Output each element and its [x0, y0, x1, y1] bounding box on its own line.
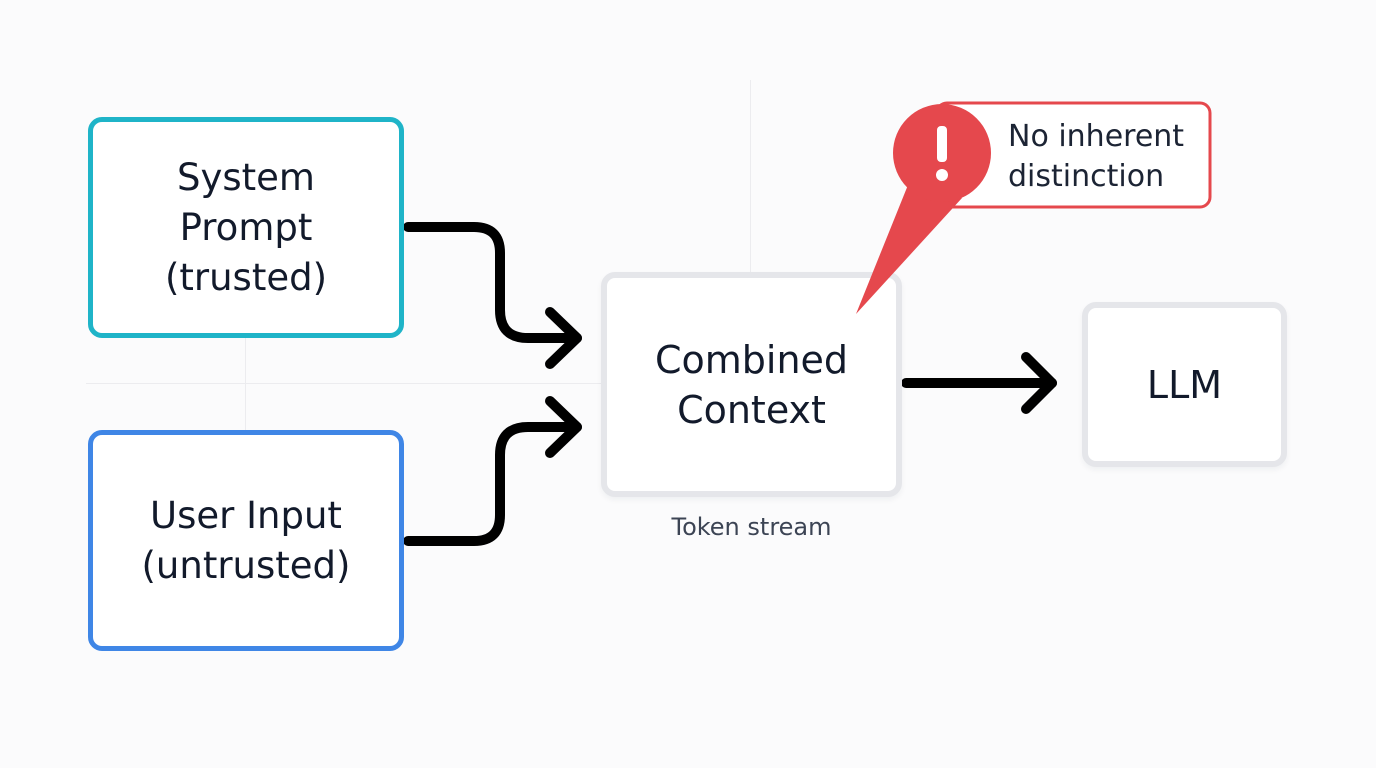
llm-node: LLM	[1082, 302, 1287, 467]
combined-context-label-line: Context	[677, 387, 826, 432]
user-input-node: User Input (untrusted)	[88, 430, 404, 651]
system-prompt-label-line: (trusted)	[164, 255, 328, 299]
system-prompt-label-line: System	[177, 155, 315, 199]
guide-line	[86, 383, 602, 384]
arrowhead-llm	[1021, 352, 1057, 414]
token-stream-caption: Token stream	[671, 513, 832, 541]
user-input-label-line: User Input	[150, 493, 342, 537]
callout-text-line: distinction	[1008, 159, 1165, 194]
guide-line	[245, 338, 246, 430]
exclamation-icon	[936, 126, 948, 181]
arrowhead-system	[545, 307, 582, 369]
combined-context-label-line: Combined	[654, 337, 849, 382]
arrow-user-to-combined	[403, 422, 582, 546]
llm-label: LLM	[1146, 362, 1223, 407]
system-prompt-node: System Prompt (trusted)	[88, 117, 404, 338]
system-prompt-label-line: Prompt	[179, 205, 313, 249]
arrow-system-to-combined	[403, 222, 582, 343]
user-input-label-line: (untrusted)	[141, 543, 351, 587]
callout-text: No inherent distinction	[1008, 117, 1204, 197]
combined-context-node: Combined Context	[601, 272, 902, 497]
callout-text-line: No inherent	[1008, 119, 1185, 154]
guide-line	[750, 80, 751, 272]
arrowhead-user	[545, 396, 582, 458]
callout-pointer	[856, 175, 962, 314]
